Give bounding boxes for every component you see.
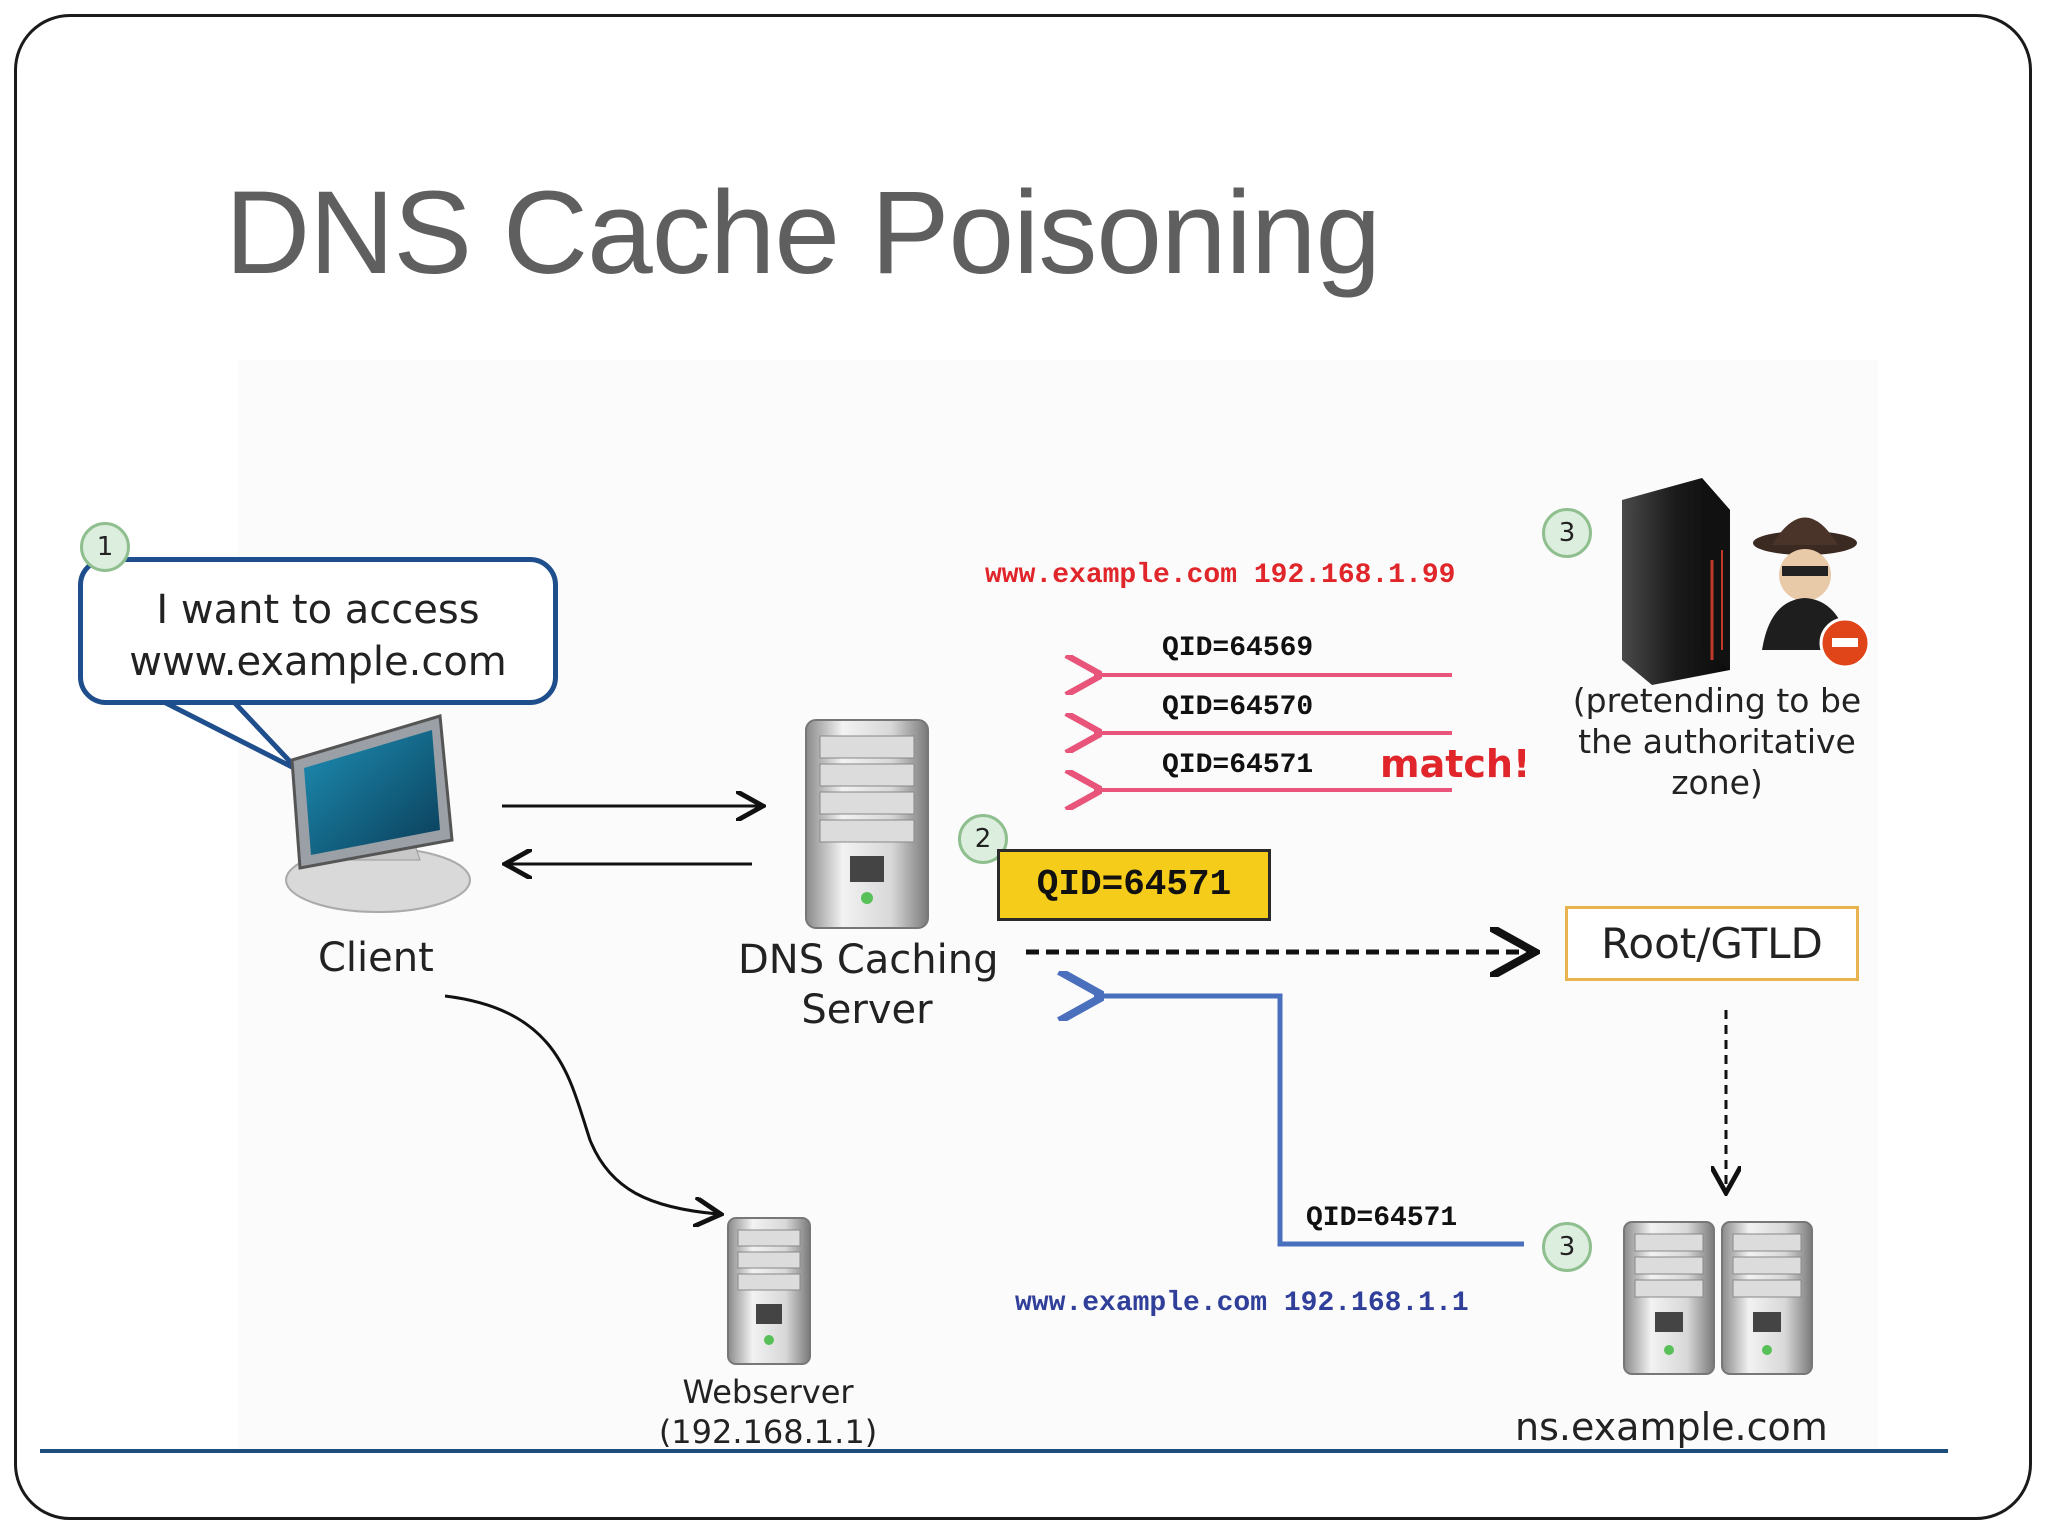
spoof-qid-1: QID=64569 xyxy=(1162,633,1314,664)
bubble-tail xyxy=(158,697,301,773)
attacker-caption-line-1: (pretending to be xyxy=(1572,681,1862,720)
slide-title: DNS Cache Poisoning xyxy=(225,167,1381,299)
speech-bubble: I want to access www.example.com xyxy=(78,557,558,705)
step-3-attacker-badge: 3 xyxy=(1542,508,1592,558)
hacker-spy-icon xyxy=(1753,517,1871,669)
webserver-label: Webserver (192.168.1.1) xyxy=(640,1372,896,1452)
step-2-badge: 2 xyxy=(958,814,1008,864)
attacker-caption: (pretending to be the authoritative zone… xyxy=(1552,680,1882,803)
dns-server-label-line-2: Server xyxy=(801,987,933,1033)
webserver-label-line-2: (192.168.1.1) xyxy=(658,1413,878,1451)
step-1-badge: 1 xyxy=(80,522,130,572)
query-qid-box: QID=64571 xyxy=(997,849,1271,921)
dns-server-label-line-1: DNS Caching xyxy=(738,937,999,983)
bubble-line-1: I want to access xyxy=(156,587,480,633)
webserver-icon xyxy=(727,1217,811,1365)
root-gtld-box: Root/GTLD xyxy=(1565,906,1859,981)
webserver-label-line-1: Webserver xyxy=(682,1373,854,1411)
attacker-caption-line-3: zone) xyxy=(1671,763,1763,802)
match-label: match! xyxy=(1380,742,1531,786)
client-monitor-icon xyxy=(285,714,471,913)
spoof-qid-3: QID=64571 xyxy=(1162,750,1314,781)
legit-record: www.example.com 192.168.1.1 xyxy=(1015,1288,1469,1319)
client-to-webserver-arrow xyxy=(444,994,718,1214)
bubble-line-2: www.example.com xyxy=(129,639,507,685)
step-3-ns-badge: 3 xyxy=(1542,1222,1592,1272)
attacker-caption-line-2: the authoritative xyxy=(1578,722,1856,761)
attacker-server-icon xyxy=(1622,478,1730,685)
spoofed-record: www.example.com 192.168.1.99 xyxy=(985,560,1456,591)
dns-server-icon xyxy=(805,719,929,929)
spoof-qid-2: QID=64570 xyxy=(1162,692,1314,723)
ns-server-icon xyxy=(1623,1221,1813,1375)
client-label: Client xyxy=(318,935,434,981)
legit-qid: QID=64571 xyxy=(1306,1203,1458,1234)
ns-label: ns.example.com xyxy=(1515,1405,1828,1449)
dns-server-label: DNS Caching Server xyxy=(738,935,999,1035)
legit-response-arrow xyxy=(1094,996,1524,1247)
